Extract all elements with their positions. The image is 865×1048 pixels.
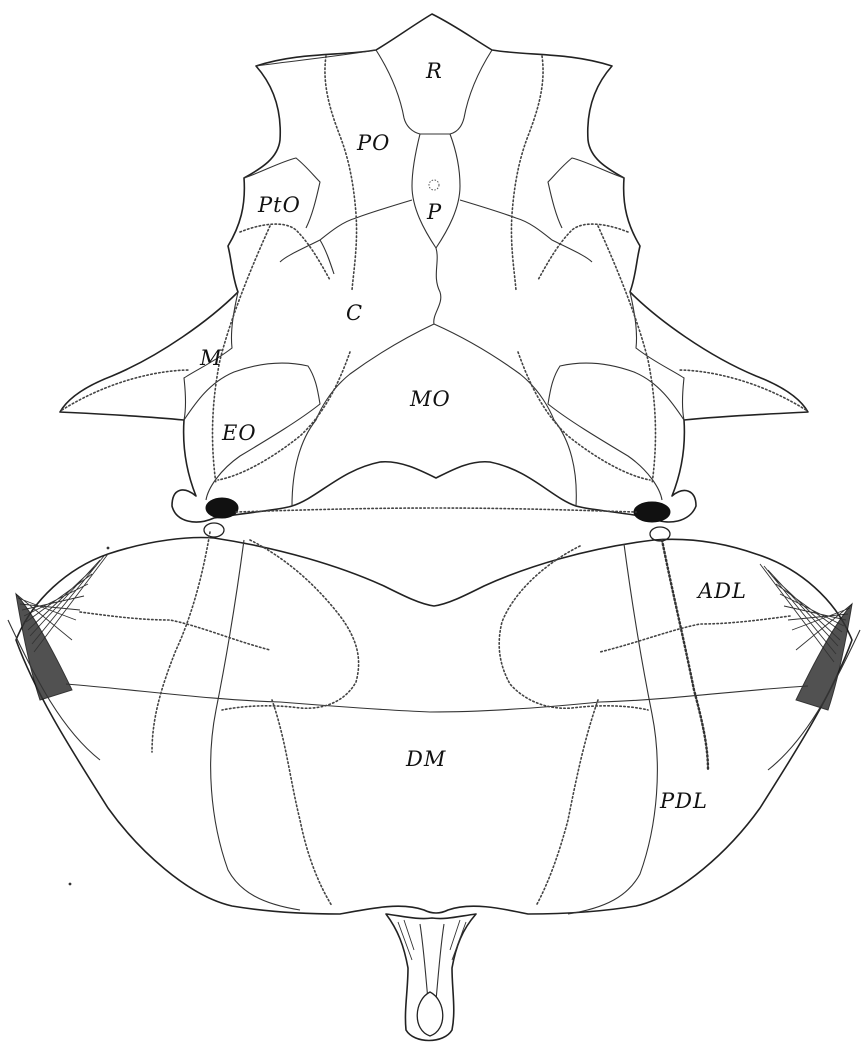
dotted-ridge-right-2 xyxy=(538,224,628,280)
dotted-pdl-left-stem xyxy=(272,700,332,906)
dotted-adl-left xyxy=(222,540,359,710)
right-condyle-icon xyxy=(634,502,670,522)
dotted-ridge-left-1 xyxy=(325,56,357,290)
dotted-ridge-right-3 xyxy=(598,226,655,484)
dotted-pdl-right-vertical xyxy=(662,540,708,770)
speck xyxy=(107,547,110,550)
po-right-suture xyxy=(460,200,592,262)
c-left-suture xyxy=(320,240,334,274)
dm-left-suture xyxy=(211,540,300,910)
speck xyxy=(69,883,72,886)
label-r: R xyxy=(425,59,443,83)
petiole-stalk xyxy=(386,914,476,1041)
label-dm: DM xyxy=(405,747,446,771)
right-muscle-mass xyxy=(796,604,852,710)
head-capsule xyxy=(60,14,808,541)
left-muscle-mass xyxy=(16,594,72,700)
label-mo: MO xyxy=(409,387,451,411)
dotted-ridge-right-4 xyxy=(678,370,806,410)
mo-left-suture xyxy=(292,324,434,506)
mo-right-suture xyxy=(434,324,576,506)
label-m: M xyxy=(199,346,223,370)
label-eo: EO xyxy=(221,421,257,445)
label-p: P xyxy=(426,200,442,224)
dotted-adl-right-lower xyxy=(600,616,790,652)
region-labels: R PO P PtO C M MO EO ADL DM PDL xyxy=(199,59,747,813)
dotted-ridge-right-1 xyxy=(511,56,543,290)
dm-right-suture xyxy=(568,544,657,914)
left-condyle-icon xyxy=(206,498,238,518)
median-suture xyxy=(434,248,441,324)
eo-right-outline xyxy=(548,363,684,500)
label-po: PO xyxy=(356,131,390,155)
label-adl: ADL xyxy=(696,579,747,603)
dotted-pdl-right-stem xyxy=(536,700,598,906)
ocellus-icon xyxy=(429,180,439,190)
label-pto: PtO xyxy=(257,193,301,217)
pto-right-outline xyxy=(548,158,624,228)
dotted-adl-left-lower xyxy=(80,612,270,650)
po-left-suture xyxy=(256,50,412,262)
label-pdl: PDL xyxy=(659,789,708,813)
neck-connection xyxy=(236,508,636,512)
dotted-pdl-left-vertical xyxy=(152,532,210,752)
m-right-outline xyxy=(630,292,684,420)
left-socket-icon xyxy=(204,523,224,537)
head-capsule-outline xyxy=(60,14,808,522)
p-sclerite-outline xyxy=(412,134,460,248)
dotted-ridge-left-2 xyxy=(240,224,330,280)
label-c: C xyxy=(346,301,363,325)
dotted-ridge-left-4 xyxy=(62,370,190,410)
